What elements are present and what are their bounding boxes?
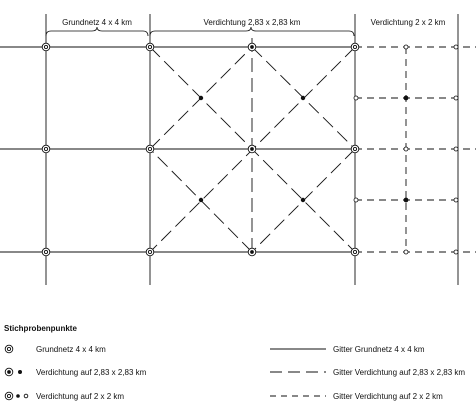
open-2x2 [403, 249, 409, 255]
base-point [41, 247, 51, 257]
dot-2x2 [403, 197, 409, 203]
base-point [145, 42, 155, 52]
legend-symbol-283 [4, 367, 22, 377]
point-283 [247, 42, 257, 52]
open-2x2 [453, 249, 459, 255]
legend-line-label-2: Gitter Verdichtung auf 2,83 x 2,83 km [333, 368, 465, 377]
base-point [350, 144, 360, 154]
legend-point-label-2: Verdichtung auf 2,83 x 2,83 km [36, 368, 147, 377]
open-2x2 [353, 197, 359, 203]
open-2x2 [453, 95, 459, 101]
dot-283 [198, 95, 204, 101]
dot-283 [300, 95, 306, 101]
base-grid-lines [0, 46, 355, 253]
open-2x2 [453, 44, 459, 50]
points-283-interior [198, 95, 306, 203]
open-2x2 [453, 197, 459, 203]
legend-point-label-3: Verdichtung auf 2 x 2 km [36, 392, 124, 401]
legend-line-label-3: Gitter Verdichtung auf 2 x 2 km [333, 392, 443, 401]
header-braces [45, 26, 355, 37]
base-point [41, 42, 51, 52]
base-grid-points [41, 42, 360, 257]
open-2x2 [403, 44, 409, 50]
point-283 [247, 247, 257, 257]
header-verdichtung-283-label: Verdichtung 2,83 x 2,83 km [204, 18, 301, 27]
legend-symbol-2x2 [4, 391, 29, 401]
legend-symbol-base [4, 344, 14, 354]
dot-283 [198, 197, 204, 203]
header-grundnetz-label: Grundnetz 4 x 4 km [62, 18, 132, 27]
dot-283 [300, 197, 306, 203]
point-283 [247, 144, 257, 154]
base-point [350, 42, 360, 52]
legend-title: Stichprobenpunkte [4, 324, 77, 333]
dot-2x2 [403, 95, 409, 101]
legend-point-label-1: Grundnetz 4 x 4 km [36, 345, 106, 354]
points-283-on-grid [247, 42, 257, 257]
base-point [350, 247, 360, 257]
open-2x2 [353, 95, 359, 101]
base-point [41, 144, 51, 154]
open-2x2 [453, 146, 459, 152]
legend-line-label-1: Gitter Grundnetz 4 x 4 km [333, 345, 425, 354]
header-verdichtung-2-label: Verdichtung 2 x 2 km [371, 18, 446, 27]
points-2x2 [353, 44, 459, 255]
open-2x2 [403, 146, 409, 152]
base-point [145, 144, 155, 154]
base-point [145, 247, 155, 257]
